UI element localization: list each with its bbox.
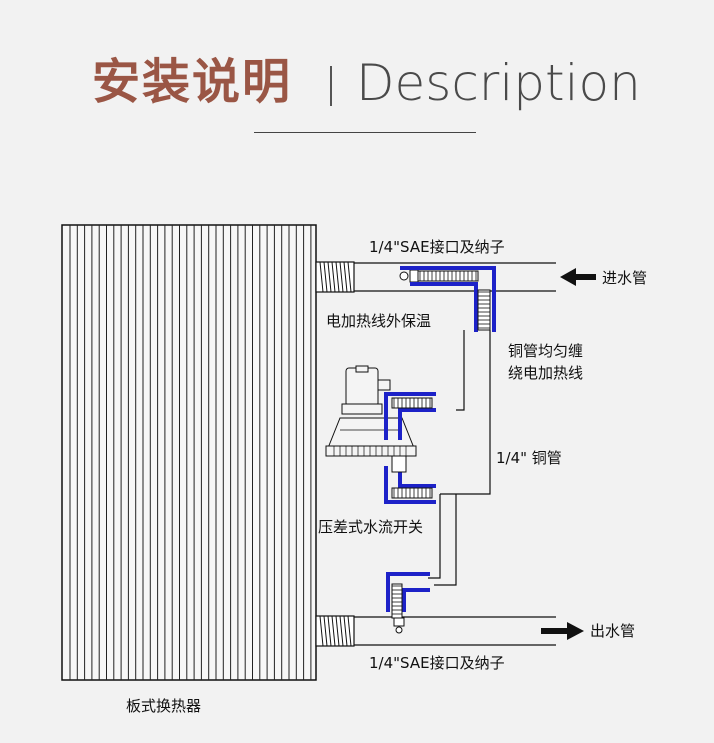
- middle-fitting: [391, 455, 407, 473]
- bottom-insulation: [386, 572, 430, 612]
- label-copper-wrap-2: 绕电加热线: [508, 364, 583, 382]
- label-flow-switch: 压差式水流开关: [318, 518, 423, 536]
- top-insulation: [400, 266, 496, 332]
- label-copper-tube: 1/4" 铜管: [496, 449, 562, 467]
- outlet-pipe: [354, 616, 556, 646]
- top-vertical-coil: [477, 289, 491, 331]
- flow-switch: [325, 365, 417, 457]
- title-underline: [254, 132, 476, 133]
- bottom-connector: [315, 615, 355, 647]
- label-copper-wrap-1: 铜管均匀缠: [508, 342, 583, 360]
- middle-upper-insulation: [384, 392, 436, 440]
- copper-tube: [428, 330, 491, 586]
- header: 安装说明 Description: [0, 0, 714, 140]
- title-english: Description: [356, 54, 641, 112]
- middle-upper-coil: [391, 397, 433, 409]
- bottom-sae-fitting: [393, 617, 405, 634]
- bottom-vertical-coil: [391, 583, 403, 619]
- title-separator: [330, 66, 332, 106]
- label-sae-top: 1/4"SAE接口及纳子: [369, 238, 505, 256]
- label-outlet: 出水管: [590, 622, 635, 640]
- top-connector: [315, 261, 355, 293]
- label-sae-bottom: 1/4"SAE接口及纳子: [369, 654, 505, 672]
- plate-heat-exchanger: [61, 224, 317, 681]
- inlet-pipe: [354, 262, 556, 292]
- outlet-arrow: [541, 622, 584, 640]
- middle-lower-insulation: [384, 466, 436, 504]
- label-inlet: 进水管: [602, 269, 647, 287]
- inlet-arrow: [560, 268, 596, 286]
- label-insulation: 电加热线外保温: [326, 312, 431, 330]
- middle-lower-coil: [391, 487, 433, 499]
- label-exchanger: 板式换热器: [126, 697, 201, 715]
- top-sae-fitting: [399, 269, 479, 283]
- title-chinese: 安装说明: [92, 54, 293, 110]
